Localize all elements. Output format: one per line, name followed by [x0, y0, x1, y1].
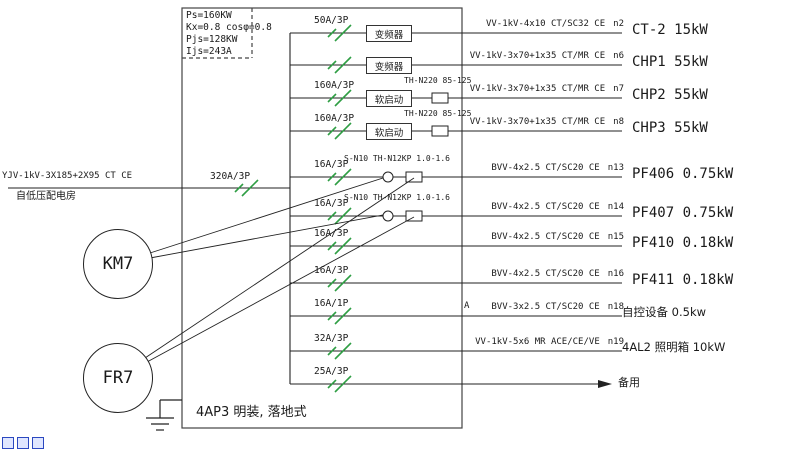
calc-line-kx: Kx=0.8 cosφ=0.8 — [186, 22, 272, 33]
load-label: PF406 0.75kW — [632, 166, 734, 182]
load-label: CHP3 55kW — [632, 120, 708, 136]
cad-artifact-icon — [2, 437, 44, 449]
incoming-source-label: 自低压配电房 — [16, 191, 76, 202]
breaker-label: 50A/3P — [314, 15, 349, 26]
starter-relay-label: S-N10 TH-N12KP 1.0-1.6 — [344, 193, 450, 202]
softstart-box: 软启动 — [366, 123, 412, 140]
calc-line-ps: Ps=160KW — [186, 10, 232, 21]
breaker-symbols — [234, 24, 352, 393]
incoming-breaker-label: 320A/3P — [210, 171, 251, 182]
calc-line-pjs: Pjs=128KW — [186, 34, 238, 45]
vfd-box: 变频器 — [366, 25, 412, 42]
breaker-label: 16A/3P — [314, 159, 349, 170]
ammeter-label: A — [464, 301, 470, 311]
leader-lines — [144, 177, 415, 363]
panel-box — [181, 7, 463, 429]
panel-title: 4AP3 明装, 落地式 — [196, 405, 307, 420]
softstart-box: 软启动 — [366, 90, 412, 107]
breaker-label: 160A/3P — [314, 113, 355, 124]
spare-label: 备用 — [618, 376, 640, 389]
thermal-relay-label: TH-N220 85-125 — [404, 109, 472, 118]
device-symbols — [382, 92, 449, 222]
breaker-label: 16A/3P — [314, 198, 349, 209]
load-label: PF411 0.18kW — [632, 272, 734, 288]
incoming-cable-label: YJV-1kV-3X185+2X95 CT CE — [2, 171, 133, 181]
load-label: 4AL2 照明箱 10kW — [622, 340, 726, 354]
breaker-label: 16A/3P — [314, 265, 349, 276]
load-label: PF407 0.75kW — [632, 205, 734, 221]
thermal-relay-label: TH-N220 85-125 — [404, 76, 472, 85]
vfd-box: 变频器 — [366, 57, 412, 74]
breaker-label: 25A/3P — [314, 366, 349, 377]
calc-line-ijs: Ijs=243A — [186, 46, 232, 57]
load-label: CT-2 15kW — [632, 22, 708, 38]
contactor-km7-circle: KM7 — [83, 229, 153, 299]
breaker-label: 16A/3P — [314, 228, 349, 239]
ground-icon — [146, 399, 182, 431]
load-label: 自控设备 0.5kw — [622, 305, 707, 319]
breaker-label: 16A/1P — [314, 298, 349, 309]
breaker-label: 160A/3P — [314, 80, 355, 91]
starter-relay-label: S-N10 TH-N12KP 1.0-1.6 — [344, 154, 450, 163]
wiring-lines — [8, 32, 622, 385]
load-label: PF410 0.18kW — [632, 235, 734, 251]
spare-arrow-icon — [598, 380, 612, 388]
load-label: CHP1 55kW — [632, 54, 708, 70]
load-label: CHP2 55kW — [632, 87, 708, 103]
relay-fr7-circle: FR7 — [83, 343, 153, 413]
breaker-label: 32A/3P — [314, 333, 349, 344]
